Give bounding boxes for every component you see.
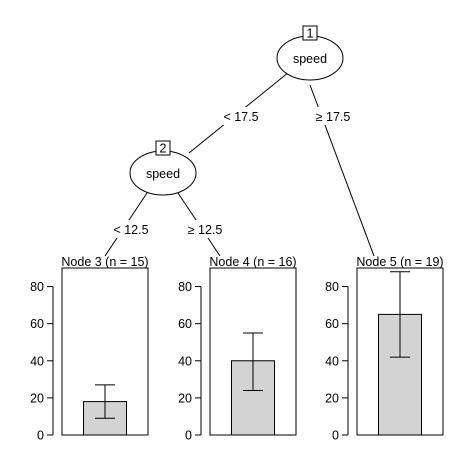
node-4-y-tick-label: 60 (178, 317, 192, 331)
edge-label-inner-left: < 12.5 (113, 223, 148, 237)
node-4-y-tick-label: 40 (178, 354, 192, 368)
root-node-id-box (302, 25, 318, 41)
root-node-id: 1 (307, 27, 314, 41)
edge-label-bg-root-right (310, 107, 356, 125)
node-4-y-tick-label: 0 (185, 429, 192, 443)
node-4-header: Node 4 (n = 16) (209, 255, 296, 269)
node-3-y-tick-label: 20 (30, 391, 44, 405)
node-4-y-tick-label: 80 (178, 280, 192, 294)
node-3-y-tick-label: 0 (37, 429, 44, 443)
inner-node-id-box (155, 140, 171, 156)
node-5-y-tick-label: 80 (325, 280, 339, 294)
edge-label-inner-right: ≥ 12.5 (188, 223, 223, 237)
inner-node-variable: speed (146, 167, 180, 181)
node-3-y-tick-label: 80 (30, 280, 44, 294)
node-3-y-tick-label: 40 (30, 354, 44, 368)
node-5-header: Node 5 (n = 19) (356, 255, 443, 269)
edge-label-bg-inner-left (108, 220, 154, 238)
node-5-y-tick-label: 20 (325, 391, 339, 405)
edge-label-bg-root-left (218, 107, 264, 125)
root-node-variable: speed (293, 52, 327, 66)
node-4-y-tick-label: 20 (178, 391, 192, 405)
node-5-y-tick-label: 60 (325, 317, 339, 331)
edge-label-root-left: < 17.5 (223, 110, 258, 124)
inner-node-id: 2 (160, 142, 167, 156)
node-3-header: Node 3 (n = 15) (61, 255, 148, 269)
edge-label-bg-inner-right (182, 220, 228, 238)
terminal-bar-charts: 0 20 40 60 80 0 20 40 60 80 0 20 40 60 80 (30, 271, 422, 443)
node-3-y-tick-label: 60 (30, 317, 44, 331)
node-5-y-tick-label: 40 (325, 354, 339, 368)
edge-label-root-right: ≥ 17.5 (316, 110, 351, 124)
node-5-y-tick-label: 0 (332, 429, 339, 443)
